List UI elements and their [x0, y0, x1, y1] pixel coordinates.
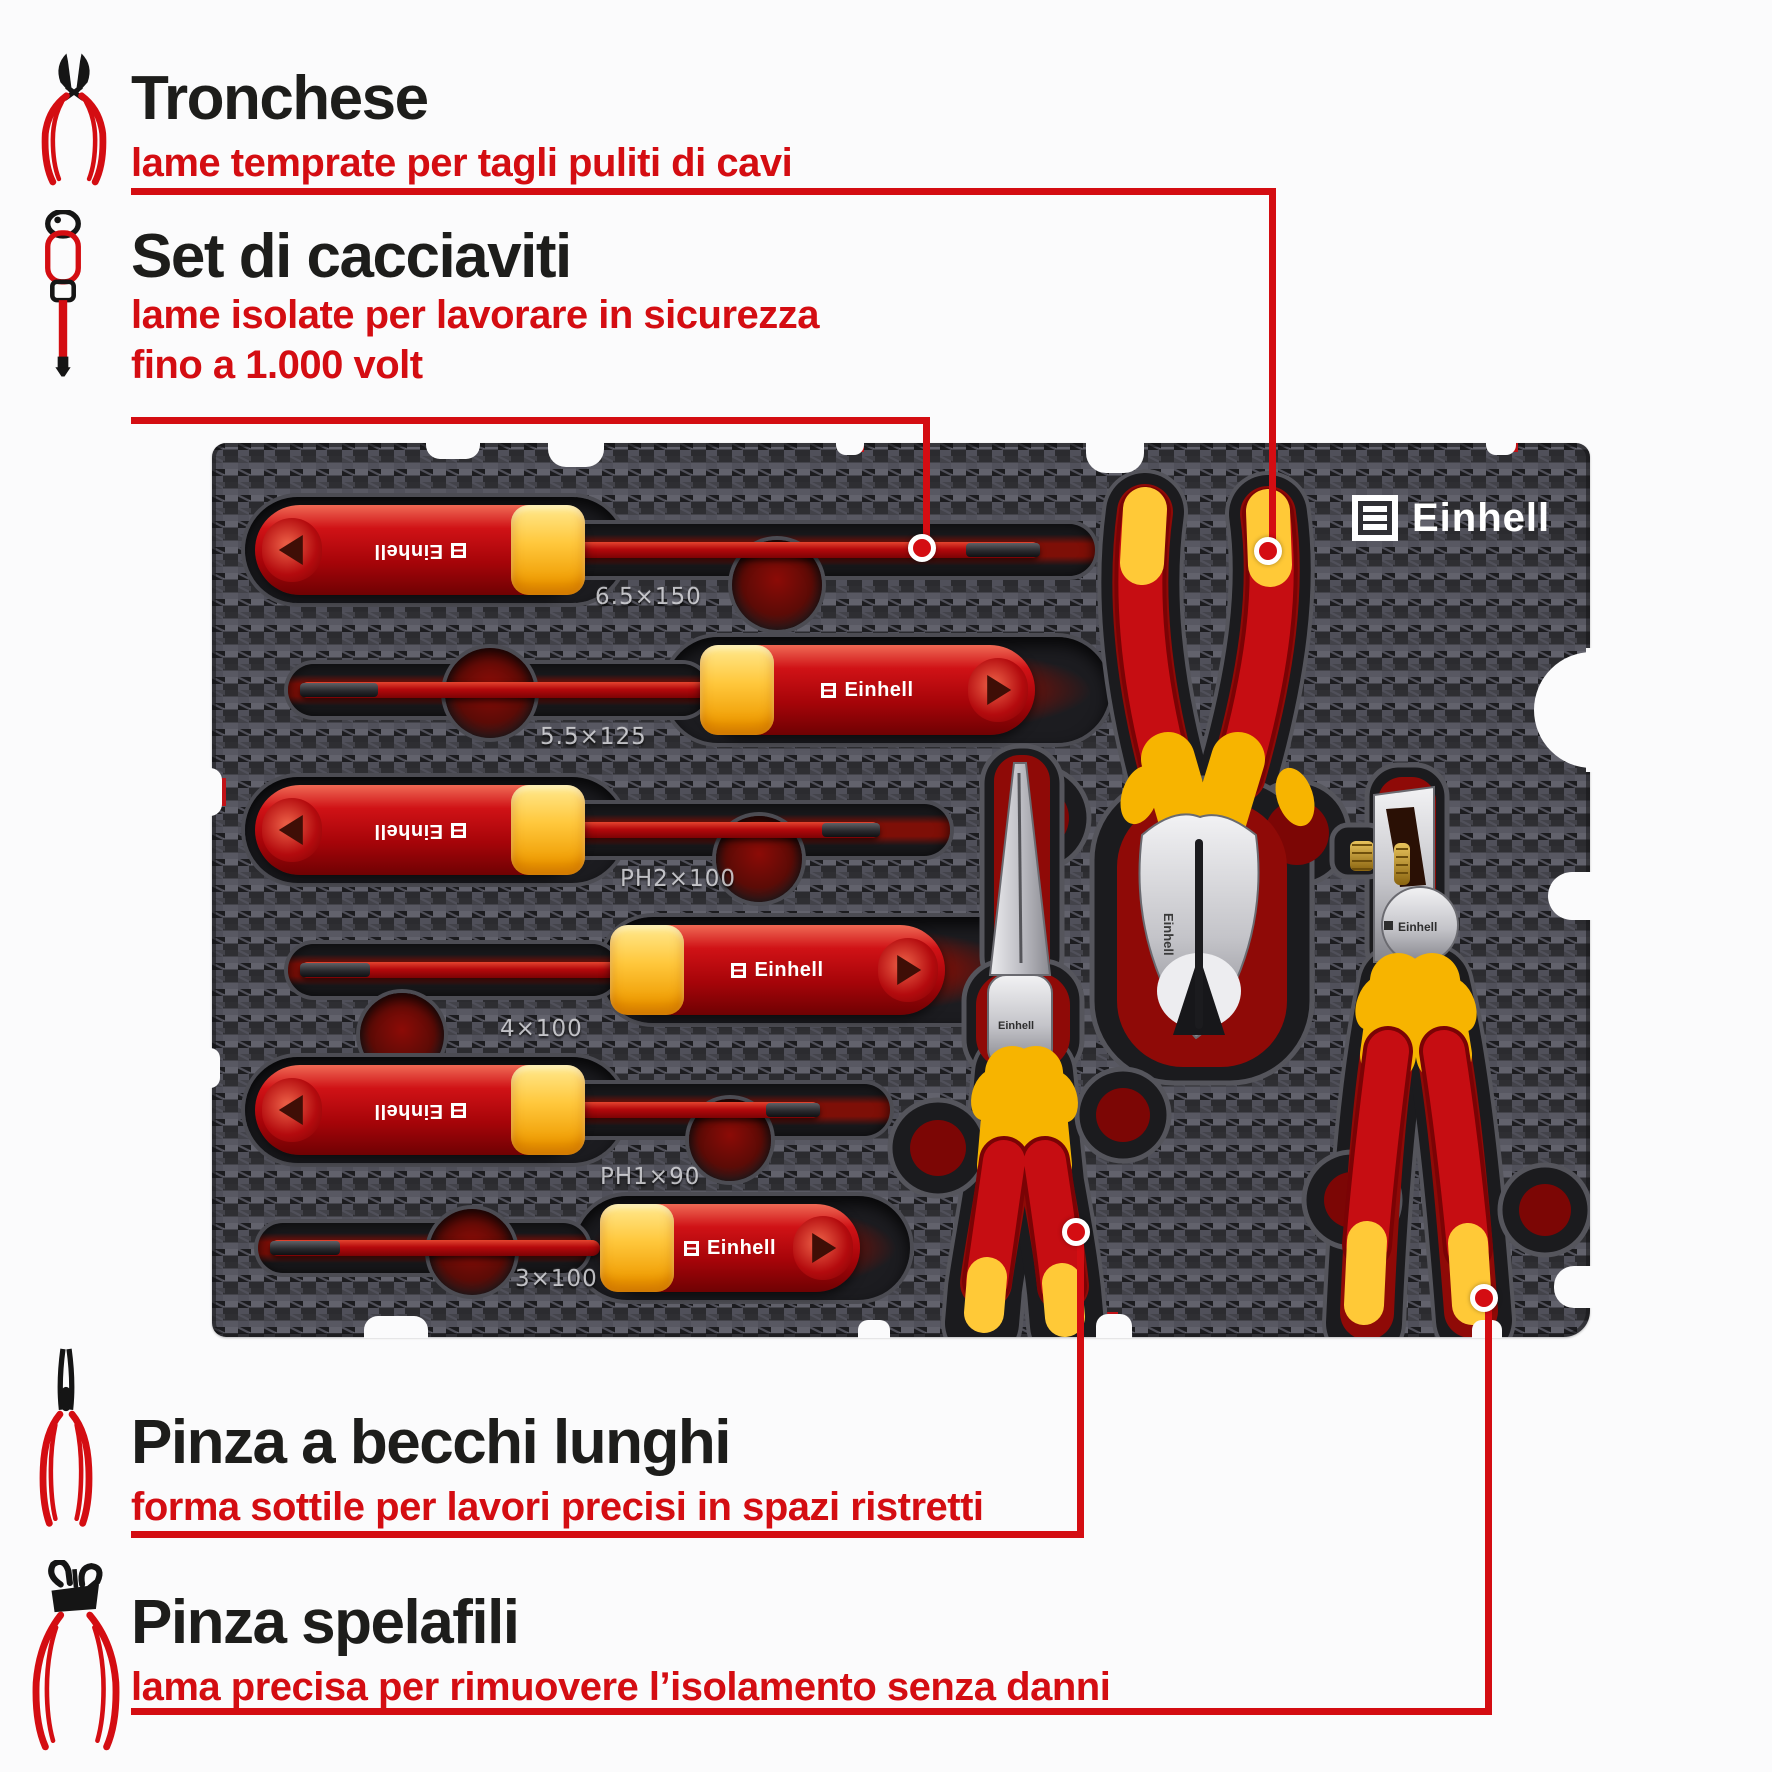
handle-brand: Einhell: [684, 959, 871, 982]
einhell-mark-icon: [451, 822, 467, 838]
handle-band: [511, 1065, 585, 1155]
callout-dot-tronchese: [1254, 537, 1282, 565]
hanging-hole: [812, 1232, 837, 1263]
handle-brand: Einhell: [329, 1099, 511, 1122]
einhell-mark-icon: [683, 1240, 699, 1256]
screwdriver-shaft: [575, 542, 1040, 558]
tray-notch: [1586, 648, 1616, 772]
handle-cap: [878, 937, 938, 1003]
handle-cap: [262, 1077, 322, 1143]
tray-notch: [836, 437, 864, 455]
einhell-mark-icon: [451, 542, 467, 558]
einhell-mark-icon: [451, 1102, 467, 1118]
callout-line-cacciaviti: [923, 417, 930, 552]
handle-brand: Einhell: [329, 819, 511, 842]
cacciaviti-subtitle-line1: lame isolate per lavorare in sicurezza: [131, 293, 820, 337]
tronchese-subtitle: lame temprate per tagli puliti di cavi: [131, 141, 793, 185]
size-label: 6.5×150: [595, 584, 702, 610]
tray-notch: [426, 437, 480, 459]
screwdriver-5.5x125: Einhell: [700, 645, 1035, 735]
callout-dot-cacciaviti: [908, 534, 936, 562]
side-cutter-icon: [41, 53, 107, 186]
pliers-head-marking: Einhell: [1398, 920, 1437, 934]
callout-line-spelafili: [131, 1708, 1492, 1715]
hanging-hole: [278, 534, 303, 565]
spelafili-title: Pinza spelafili: [131, 1588, 520, 1657]
screwdriver-4x100: Einhell: [610, 925, 945, 1015]
callout-dot-spelafili: [1470, 1284, 1498, 1312]
becchi-lunghi-subtitle: forma sottile per lavori precisi in spaz…: [131, 1485, 984, 1529]
tray-notch: [1554, 1266, 1594, 1308]
handle-brand: Einhell: [329, 539, 511, 562]
hanging-hole: [278, 814, 303, 845]
tray-notch: [206, 768, 222, 816]
long-nose-pliers: Einhell: [962, 762, 1087, 1337]
spelafili-subtitle: lama precisa per rimuovere l’isolamento …: [131, 1665, 1111, 1709]
handle-band: [600, 1204, 674, 1292]
screwdriver-icon: [45, 210, 81, 377]
handle-band: [610, 925, 684, 1015]
tronchese-title: Tronchese: [131, 64, 429, 133]
wire-stripper-pliers: Einhell: [1342, 785, 1493, 1325]
handle-cap: [793, 1216, 853, 1280]
size-label: 3×100: [515, 1266, 598, 1292]
handle-band: [511, 505, 585, 595]
handle-cap: [262, 797, 322, 863]
callout-line-spelafili: [1485, 1300, 1492, 1715]
tray-notch: [364, 1316, 428, 1338]
becchi-lunghi-title: Pinza a becchi lunghi: [131, 1408, 731, 1477]
tray-notch: [206, 1048, 220, 1088]
callout-dot-becchi-lunghi: [1062, 1218, 1090, 1246]
screwdriver-shaft: [270, 1240, 600, 1256]
callout-line-tronchese: [1269, 188, 1276, 553]
wire-stripper-icon: [32, 1560, 120, 1751]
screwdriver-PH1x90: Einhell: [255, 1065, 585, 1155]
pliers-head-marking: Einhell: [1161, 913, 1176, 956]
tray-notch: [1548, 872, 1594, 920]
hanging-hole: [278, 1094, 303, 1125]
tray-notch: [548, 437, 604, 467]
size-label: 5.5×125: [540, 724, 647, 750]
long-nose-pliers-icon: [39, 1348, 93, 1527]
screwdriver-6.5x150: Einhell: [255, 505, 585, 595]
callout-line-becchi-lunghi: [1077, 1235, 1084, 1538]
pliers-head-marking: Einhell: [998, 1020, 1034, 1032]
einhell-logo-icon: [1352, 495, 1398, 541]
size-label: PH2×100: [620, 866, 736, 892]
size-label: 4×100: [500, 1016, 583, 1042]
hanging-hole: [897, 954, 922, 985]
tray-notch: [1086, 437, 1144, 473]
screwdriver-3x100: Einhell: [600, 1204, 860, 1292]
screwdriver-shaft: [575, 822, 880, 838]
screwdriver-shaft: [575, 1102, 820, 1118]
handle-band: [700, 645, 774, 735]
handle-cap: [968, 657, 1028, 723]
einhell-mark-icon: [821, 682, 837, 698]
hanging-hole: [987, 674, 1012, 705]
tray-notch: [1486, 437, 1516, 455]
handle-band: [511, 785, 585, 875]
einhell-logo: Einhell: [1352, 495, 1550, 541]
handle-cap: [262, 517, 322, 583]
tray-notch: [1096, 1314, 1132, 1338]
screwdriver-shaft: [300, 682, 710, 698]
handle-brand: Einhell: [674, 1237, 786, 1260]
screwdriver-shaft: [300, 962, 620, 978]
callout-line-cacciaviti: [131, 417, 930, 424]
handle-brand: Einhell: [774, 679, 961, 702]
einhell-logo-text: Einhell: [1412, 496, 1551, 540]
pliers-group: Einhell Einhell: [887, 469, 1590, 1337]
screwdriver-PH2x100: Einhell: [255, 785, 585, 875]
einhell-mark-icon: [731, 962, 747, 978]
callout-line-tronchese: [131, 188, 1276, 195]
callout-line-becchi-lunghi: [131, 1531, 1084, 1538]
cacciaviti-subtitle-line2: fino a 1.000 volt: [131, 343, 423, 387]
size-label: PH1×90: [600, 1164, 701, 1190]
cacciaviti-title: Set di cacciaviti: [131, 222, 572, 291]
tray-notch: [858, 1320, 890, 1338]
